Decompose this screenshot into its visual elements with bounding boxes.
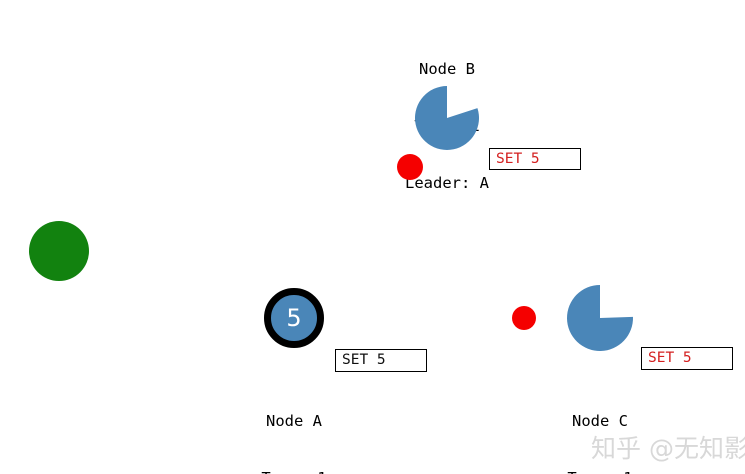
message-box-node-c[interactable]: SET 5 (641, 347, 733, 370)
node-c-label: Node C Term: 1 Leader: A (490, 374, 710, 474)
node-a-name: Node A (266, 412, 322, 430)
node-a-value: 5 (286, 304, 302, 332)
node-a-circle[interactable]: 5 (264, 288, 324, 348)
node-b-circle[interactable] (413, 84, 481, 152)
node-c-term: Term: 1 (490, 469, 710, 474)
message-text-node-a: SET 5 (342, 352, 386, 369)
message-text-node-b: SET 5 (496, 150, 540, 167)
node-b-leader: Leader: A (405, 174, 489, 192)
node-c-name: Node C (572, 412, 628, 430)
node-a-label: Node A Term: 1 (184, 374, 404, 474)
node-a-term: Term: 1 (184, 469, 404, 474)
message-box-node-a[interactable]: SET 5 (335, 349, 427, 372)
message-box-node-b[interactable]: SET 5 (489, 148, 581, 170)
node-b-name: Node B (419, 60, 475, 78)
packet-dot-red-c[interactable] (512, 306, 536, 330)
node-c-circle[interactable] (565, 283, 635, 353)
watermark: 知乎 @无知影 (591, 434, 745, 463)
message-text-node-c: SET 5 (648, 350, 692, 367)
packet-dot-red-b[interactable] (397, 154, 423, 180)
client-dot-green[interactable] (29, 221, 89, 281)
